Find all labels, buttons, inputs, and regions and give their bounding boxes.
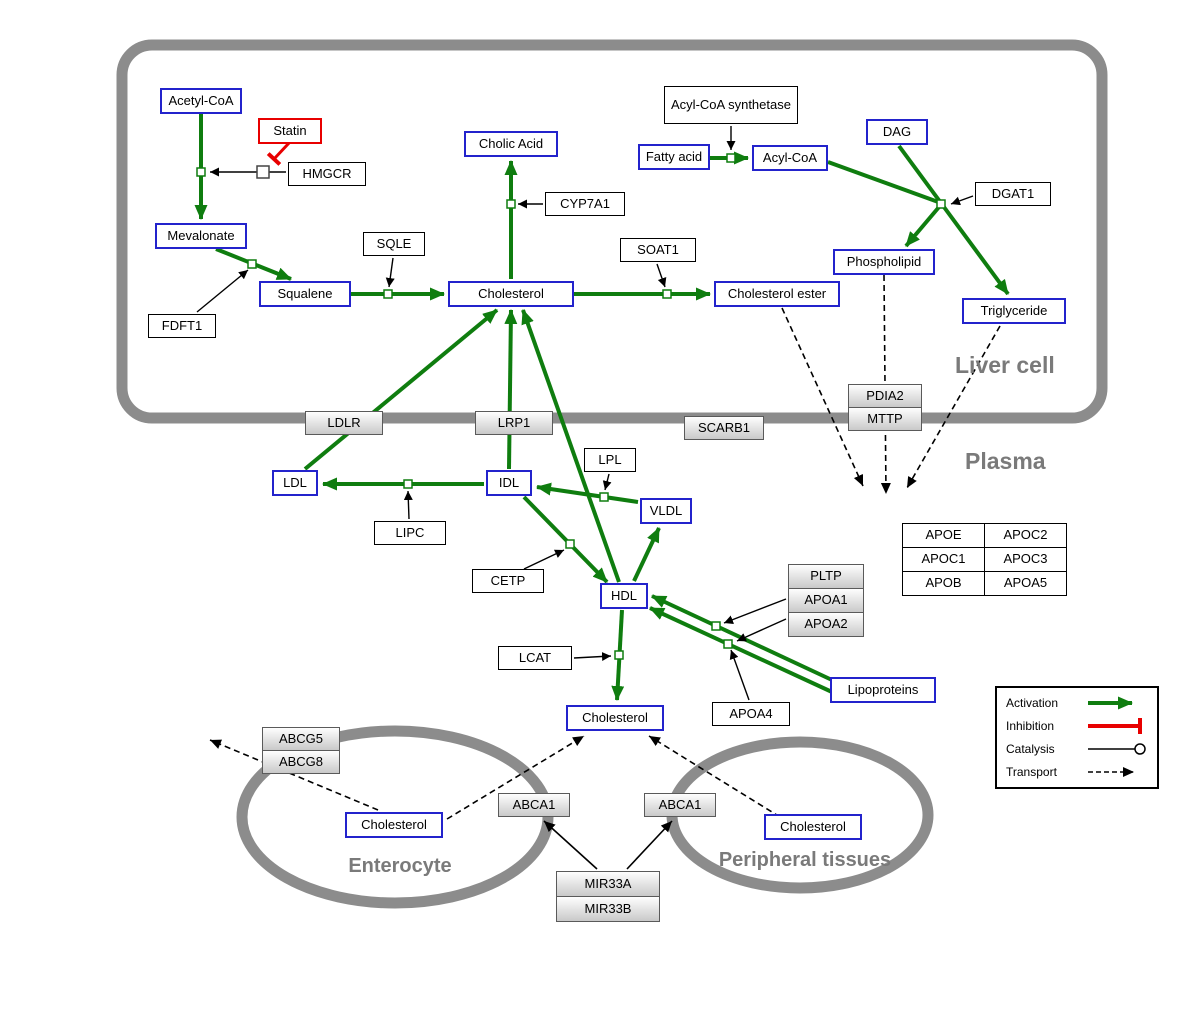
node-vldl[interactable]: VLDL (640, 498, 692, 524)
node-scarb1[interactable]: SCARB1 (684, 416, 764, 440)
node-apoa2[interactable]: APOA2 (788, 612, 864, 637)
inhibition-tbar-icon (1088, 718, 1142, 734)
node-lcat[interactable]: LCAT (498, 646, 572, 670)
node-soat1[interactable]: SOAT1 (620, 238, 696, 262)
node-mir33b[interactable]: MIR33B (556, 896, 660, 922)
node-pltp[interactable]: PLTP (788, 564, 864, 589)
node-lrp1[interactable]: LRP1 (475, 411, 553, 435)
node-cholesterol-peripheral[interactable]: Cholesterol (764, 814, 862, 840)
node-pdia2[interactable]: PDIA2 (848, 384, 922, 408)
node-apoa1[interactable]: APOA1 (788, 588, 864, 613)
catalysis-circle-icon (1088, 743, 1146, 755)
liver-cell-membrane (116, 39, 1108, 424)
label-liver-cell: Liver cell (955, 352, 1055, 378)
legend-inhibition-label: Inhibition (1006, 719, 1055, 733)
node-acyl-coa-synthetase[interactable]: Acyl-CoA synthetase (664, 86, 798, 124)
node-ldlr[interactable]: LDLR (305, 411, 383, 435)
node-sqle[interactable]: SQLE (363, 232, 425, 256)
membranes (116, 39, 1108, 909)
node-apoe[interactable]: APOE (902, 523, 985, 548)
node-apoa5[interactable]: APOA5 (984, 571, 1067, 596)
node-fdft1[interactable]: FDFT1 (148, 314, 216, 338)
node-cholesterol-enterocyte[interactable]: Cholesterol (345, 812, 443, 838)
node-apoc3[interactable]: APOC3 (984, 547, 1067, 572)
transport-dashed-arrow-icon (1088, 767, 1134, 777)
label-plasma: Plasma (965, 448, 1046, 474)
node-fatty-acid[interactable]: Fatty acid (638, 144, 710, 170)
legend-catalysis-label: Catalysis (1006, 742, 1055, 756)
node-abcg8[interactable]: ABCG8 (262, 750, 340, 774)
node-hdl[interactable]: HDL (600, 583, 648, 609)
regulation-edges (543, 820, 673, 870)
node-abcg5[interactable]: ABCG5 (262, 727, 340, 751)
node-abca1-peripheral[interactable]: ABCA1 (644, 793, 716, 817)
node-lpl[interactable]: LPL (584, 448, 636, 472)
node-cholic-acid[interactable]: Cholic Acid (464, 131, 558, 157)
legend-catalysis: Catalysis (1006, 741, 1148, 757)
node-lipoproteins[interactable]: Lipoproteins (830, 677, 936, 703)
legend-activation-label: Activation (1006, 696, 1059, 710)
node-apob[interactable]: APOB (902, 571, 985, 596)
node-mir33a[interactable]: MIR33A (556, 871, 660, 897)
node-acyl-coa[interactable]: Acyl-CoA (752, 145, 828, 171)
node-dgat1[interactable]: DGAT1 (975, 182, 1051, 206)
legend-transport: Transport (1006, 764, 1148, 780)
inhibition-edge-statin (266, 141, 291, 166)
node-dag[interactable]: DAG (866, 119, 928, 145)
node-cholesterol-ester[interactable]: Cholesterol ester (714, 281, 840, 307)
label-enterocyte: Enterocyte (348, 855, 452, 877)
legend-inhibition: Inhibition (1006, 718, 1148, 734)
node-abca1-enterocyte[interactable]: ABCA1 (498, 793, 570, 817)
transport-edges (209, 274, 1001, 820)
node-ldl[interactable]: LDL (272, 470, 318, 496)
node-apoc2[interactable]: APOC2 (984, 523, 1067, 548)
node-mttp[interactable]: MTTP (848, 407, 922, 431)
reaction-anchors (196, 153, 946, 660)
node-hmgcr[interactable]: HMGCR (288, 162, 366, 186)
node-apoa4[interactable]: APOA4 (712, 702, 790, 726)
legend-transport-label: Transport (1006, 765, 1057, 779)
node-acetyl-coa[interactable]: Acetyl-CoA (160, 88, 242, 114)
node-cholesterol-liver[interactable]: Cholesterol (448, 281, 574, 307)
activation-arrow-icon (1088, 696, 1133, 710)
legend-activation: Activation (1006, 695, 1148, 711)
node-cyp7a1[interactable]: CYP7A1 (545, 192, 625, 216)
node-statin[interactable]: Statin (258, 118, 322, 144)
node-mevalonate[interactable]: Mevalonate (155, 223, 247, 249)
catalysis-port-hmgcr (256, 165, 270, 179)
node-triglyceride[interactable]: Triglyceride (962, 298, 1066, 324)
node-cholesterol-plasma[interactable]: Cholesterol (566, 705, 664, 731)
node-squalene[interactable]: Squalene (259, 281, 351, 307)
catalysis-edges (196, 126, 974, 701)
label-peripheral-tissues: Peripheral tissues (718, 849, 892, 871)
legend: Activation Inhibition Catalysis Transpor… (995, 686, 1159, 789)
node-apoc1[interactable]: APOC1 (902, 547, 985, 572)
node-cetp[interactable]: CETP (472, 569, 544, 593)
enterocyte-membrane (236, 725, 554, 909)
node-phospholipid[interactable]: Phospholipid (833, 249, 935, 275)
node-idl[interactable]: IDL (486, 470, 532, 496)
node-lipc[interactable]: LIPC (374, 521, 446, 545)
